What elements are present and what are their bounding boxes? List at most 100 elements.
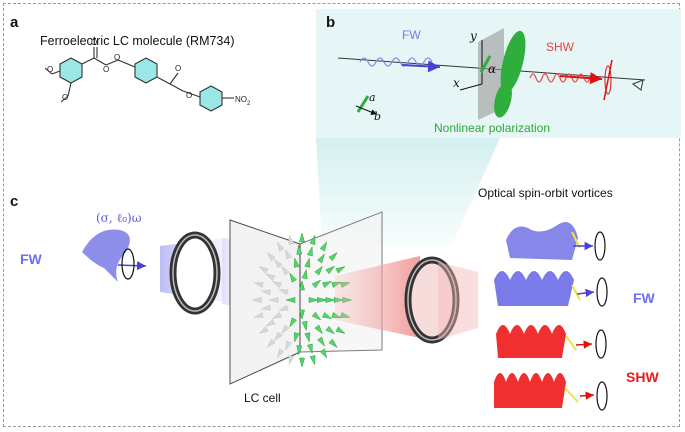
director-arrow	[278, 304, 289, 311]
director-arrow	[285, 297, 296, 303]
director-arrow	[311, 279, 322, 289]
director-arrow	[309, 355, 316, 366]
director-arrow	[268, 297, 279, 303]
fw-input-label: FW	[20, 251, 42, 267]
director-arrow	[278, 289, 289, 296]
director-arrow	[325, 265, 336, 275]
director-arrow	[293, 257, 300, 268]
svg-text:O: O	[175, 64, 181, 73]
director-arrow	[276, 348, 285, 359]
shw-beam-out	[438, 262, 478, 340]
director-arrow	[325, 297, 336, 303]
molecule-atom-labels: OOO OO OO	[47, 38, 192, 102]
director-arrow	[285, 340, 292, 352]
director-arrow	[319, 241, 328, 252]
nitro-group-label: NO2	[235, 95, 251, 107]
lens-left-rim	[172, 234, 218, 312]
director-arrow	[253, 282, 264, 288]
input-spin-circle	[121, 248, 135, 280]
director-arrow	[311, 311, 322, 321]
director-arrow	[301, 320, 308, 332]
director-arrow	[280, 265, 290, 276]
shw-polarization-ring	[604, 65, 612, 95]
panel-a-title: Ferroelectric LC molecule (RM734)	[40, 34, 235, 48]
fw-input-arrow	[117, 261, 147, 271]
fw-output-label: FW	[633, 290, 655, 306]
director-arrow	[273, 258, 283, 269]
director-arrow	[299, 280, 305, 291]
director-a-b-icon	[356, 95, 370, 113]
director-arrow	[299, 232, 305, 243]
shw-direction-arrow	[559, 72, 603, 85]
shw-beam-mid	[335, 256, 420, 338]
director-arrow	[251, 297, 262, 303]
director-arrow	[321, 280, 333, 288]
alpha-angle-label: α	[488, 62, 497, 76]
director-arrow	[289, 272, 297, 283]
director-arrow	[335, 326, 346, 334]
svg-text:O: O	[62, 93, 68, 102]
director-arrow	[304, 257, 311, 268]
director-arrow	[285, 248, 292, 260]
director-arrow	[304, 332, 311, 343]
b-axis-label: b	[374, 110, 382, 123]
director-arrow	[325, 325, 336, 335]
director-arrow	[260, 289, 271, 296]
zoom-connector	[316, 138, 500, 245]
director-arrow	[335, 266, 346, 274]
director-field	[251, 232, 353, 368]
output-vortex-shw-2	[494, 373, 608, 411]
director-arrow	[307, 245, 313, 257]
director-arrow	[266, 251, 276, 262]
director-arrow	[328, 251, 338, 262]
panel-b-letter: b	[326, 14, 336, 31]
director-arrow	[253, 312, 264, 318]
director-arrow	[317, 336, 326, 347]
director-arrow	[264, 319, 276, 327]
director-arrow	[276, 241, 285, 252]
svg-text:O: O	[91, 38, 97, 47]
director-arrow	[307, 343, 313, 355]
director-arrow	[280, 324, 290, 335]
x-axis-label: x	[453, 76, 460, 90]
fw-direction-arrow	[401, 60, 441, 73]
rm734-molecule-structure	[44, 47, 234, 112]
oam-state-label: (σ, ℓ₀)ω	[96, 211, 142, 225]
director-arrow	[264, 273, 276, 281]
director-arrow	[317, 297, 328, 303]
svg-text:O: O	[186, 91, 192, 100]
panel-c-letter: c	[10, 193, 19, 210]
shw-wave-b	[529, 73, 597, 83]
director-arrow	[258, 266, 269, 274]
director-arrow	[266, 338, 276, 349]
director-arrow	[258, 326, 269, 334]
shw-polarization-arrow	[603, 59, 613, 101]
polarization-lobe-lower	[494, 82, 512, 118]
director-arrow	[317, 253, 326, 264]
output-vortex-fw-1	[506, 222, 606, 261]
svg-text:O: O	[47, 65, 53, 74]
detector-eye-icon	[631, 79, 644, 91]
director-arrow	[299, 309, 305, 320]
a-axis-label: a	[369, 91, 376, 104]
nonlinear-polarization-label: Nonlinear polarization	[434, 121, 551, 135]
director-arrow	[260, 304, 271, 311]
lens-right-rim	[407, 259, 457, 341]
director-arrow	[321, 312, 333, 320]
svg-text:O: O	[103, 65, 109, 74]
director-arrow	[271, 312, 283, 320]
director-arrow	[309, 234, 316, 245]
vortices-title: Optical spin-orbit vortices	[478, 186, 613, 200]
figure-border	[3, 3, 680, 427]
director-arrow	[308, 297, 319, 303]
fw-input-vortex	[82, 229, 130, 282]
output-vortex-fw-2	[494, 271, 608, 307]
panel-a-letter: a	[10, 14, 19, 31]
panel-b-fw-label: FW	[402, 28, 421, 42]
lc-cell-label: LC cell	[244, 391, 281, 405]
director-arrow	[289, 317, 297, 328]
x-axis	[459, 83, 483, 91]
y-axis-label: y	[470, 29, 477, 43]
director-arrow	[299, 357, 305, 368]
